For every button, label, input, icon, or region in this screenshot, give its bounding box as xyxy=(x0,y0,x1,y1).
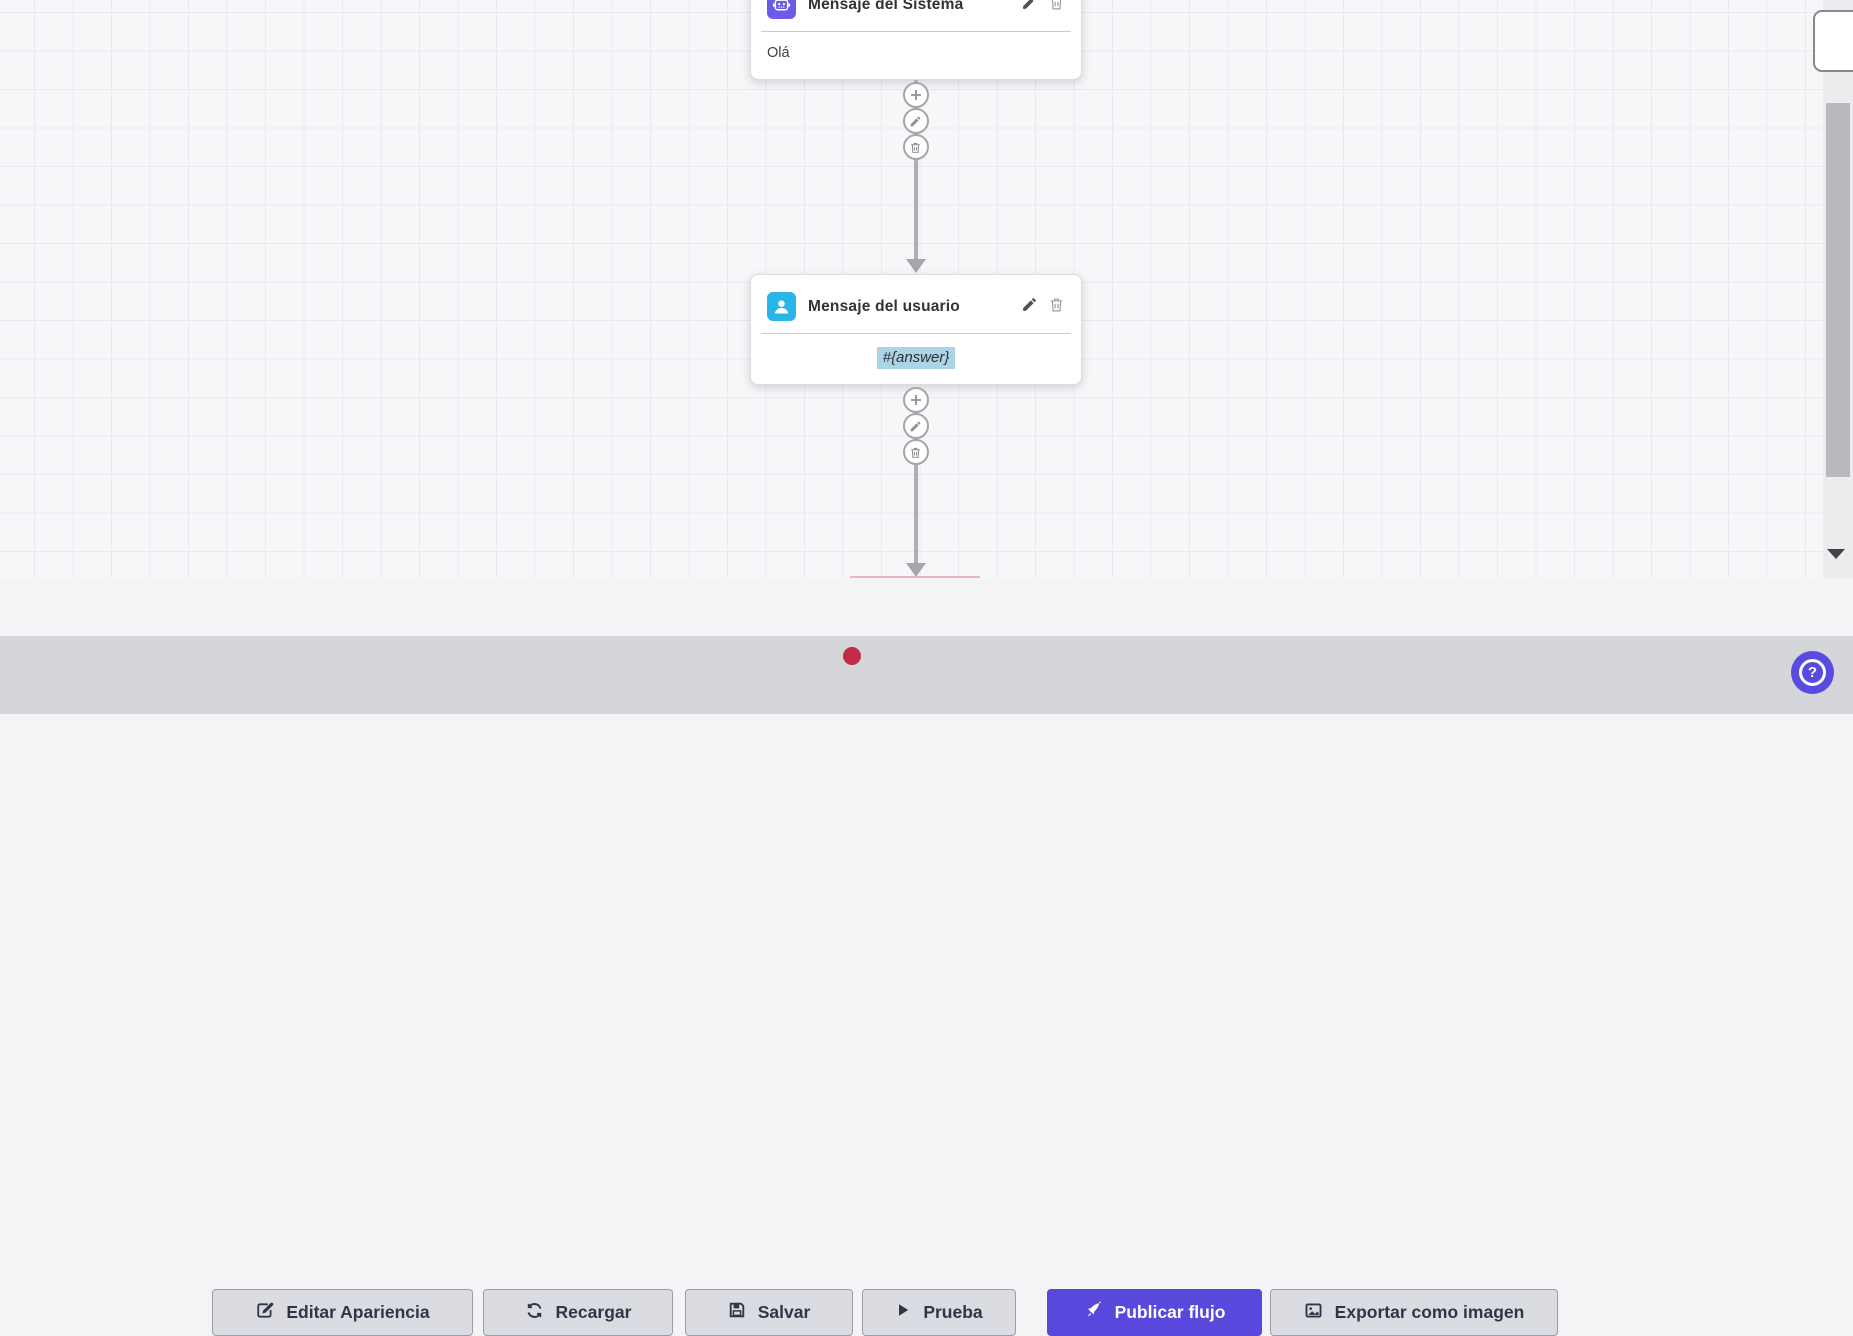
node-divider xyxy=(761,333,1071,334)
image-icon xyxy=(1304,1301,1323,1325)
add-step-button[interactable] xyxy=(902,82,929,108)
scroll-down-arrow-icon[interactable] xyxy=(1827,549,1845,559)
edit-appearance-button[interactable]: Editar Apariencia xyxy=(212,1289,473,1336)
user-icon xyxy=(767,292,796,321)
flow-canvas[interactable]: Mensaje del Sistema Olá xyxy=(0,0,1823,578)
export-image-button[interactable]: Exportar como imagen xyxy=(1270,1289,1558,1336)
test-label: Prueba xyxy=(923,1302,983,1322)
edit-step-button[interactable] xyxy=(902,108,929,134)
robot-icon xyxy=(767,0,796,19)
test-button[interactable]: Prueba xyxy=(862,1289,1016,1336)
reload-label: Recargar xyxy=(555,1302,632,1322)
question-mark-icon: ? xyxy=(1799,659,1826,686)
refresh-icon xyxy=(525,1301,544,1325)
save-button[interactable]: Salvar xyxy=(685,1289,853,1336)
node-user-message[interactable]: Mensaje del usuario #{answer} xyxy=(750,274,1082,385)
edit-appearance-icon xyxy=(255,1301,274,1325)
connector-line xyxy=(913,80,918,259)
export-image-label: Exportar como imagen xyxy=(1334,1302,1525,1322)
edit-appearance-label: Editar Apariencia xyxy=(286,1302,430,1322)
rocket-icon xyxy=(1084,1300,1103,1325)
connector-arrowhead xyxy=(905,563,926,577)
node-system-title: Mensaje del Sistema xyxy=(808,0,964,13)
edit-node-icon[interactable] xyxy=(1021,296,1038,318)
edit-node-icon[interactable] xyxy=(1021,0,1038,16)
reload-button[interactable]: Recargar xyxy=(483,1289,673,1336)
delete-node-icon[interactable] xyxy=(1048,0,1065,16)
connector-arrowhead xyxy=(905,259,926,273)
clipped-side-panel xyxy=(1813,10,1853,72)
help-button[interactable]: ? xyxy=(1791,651,1834,694)
clipped-next-node-edge xyxy=(850,576,980,578)
node-divider xyxy=(761,31,1071,32)
delete-step-button[interactable] xyxy=(902,439,929,465)
play-icon xyxy=(895,1302,911,1323)
publish-flow-label: Publicar flujo xyxy=(1114,1302,1226,1322)
variable-chip[interactable]: #{answer} xyxy=(876,347,956,369)
scrollbar-thumb[interactable] xyxy=(1826,103,1850,477)
node-system-message[interactable]: Mensaje del Sistema Olá xyxy=(750,0,1082,80)
publish-flow-button[interactable]: Publicar flujo xyxy=(1047,1289,1262,1336)
unsaved-changes-badge xyxy=(843,647,861,665)
add-step-button[interactable] xyxy=(902,387,929,413)
save-icon xyxy=(728,1301,746,1324)
node-system-header: Mensaje del Sistema xyxy=(751,0,1081,19)
save-label: Salvar xyxy=(757,1302,811,1322)
edit-step-button[interactable] xyxy=(902,413,929,439)
node-user-header: Mensaje del usuario xyxy=(751,275,1081,321)
node-system-body[interactable]: Olá xyxy=(767,45,790,61)
delete-node-icon[interactable] xyxy=(1048,296,1065,318)
delete-step-button[interactable] xyxy=(902,134,929,160)
connector-line xyxy=(913,388,918,563)
bottom-toolbar: Editar Apariencia Recargar Salvar Prueb xyxy=(0,636,1853,1336)
node-user-title: Mensaje del usuario xyxy=(808,297,960,315)
